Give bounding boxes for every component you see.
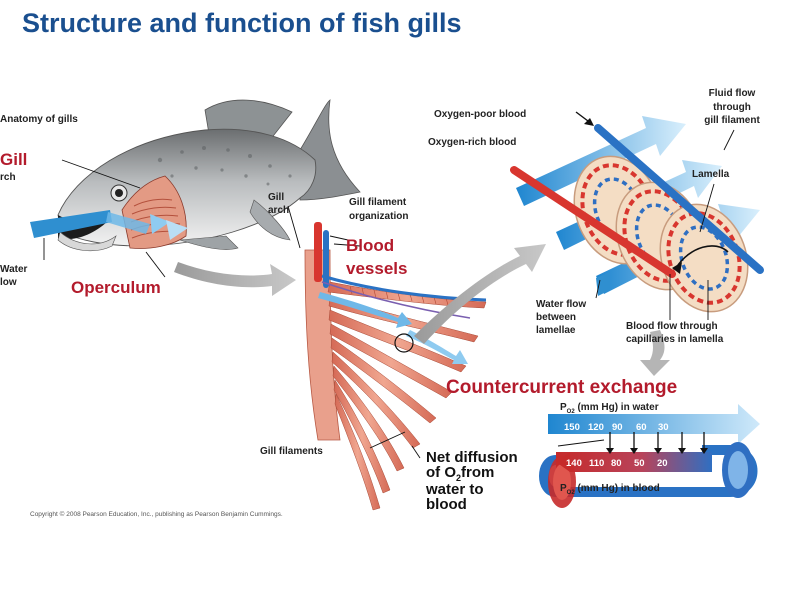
water-between-label-1: Water flow (536, 299, 587, 310)
fluid-flow-label-2: through (713, 102, 751, 113)
lamella-label: Lamella (692, 169, 730, 180)
water-po2-value: 60 (636, 422, 647, 433)
operculum-label: Operculum (71, 278, 161, 297)
filament-pointer-lines (287, 205, 421, 459)
blood-through-label-1: Blood flow through (626, 321, 718, 332)
water-po2-value: 120 (588, 422, 604, 433)
page-title: Structure and function of fish gills (22, 8, 462, 38)
water-between-label-3: lamellae (536, 325, 576, 336)
blood-through-label-2: capillaries in lamella (626, 334, 724, 345)
gill-arch-label-1: Gill (268, 192, 285, 203)
water-po2-value: 30 (658, 422, 669, 433)
fish-pointer-lines (43, 159, 166, 278)
blood-po2-value: 80 (611, 458, 622, 469)
net-diffusion-label-4: blood (426, 496, 467, 513)
fluid-flow-label-3: gill filament (704, 115, 760, 126)
zoom-arrow-1 (174, 262, 296, 296)
po2-water-label: PO2 (mm Hg) in water (560, 402, 659, 415)
anatomy-of-gills-label: Anatomy of gills (0, 114, 78, 125)
lamellae (510, 111, 764, 313)
gill-filament-org-label-1: Gill filament (349, 197, 407, 208)
oxygen-poor-blood-label: Oxygen-poor blood (434, 109, 527, 120)
arch-label: rch (0, 172, 16, 183)
fluid-flow-label-1: Fluid flow (708, 88, 756, 99)
blood-po2-value: 140 (566, 458, 582, 469)
blood-po2-value: 50 (634, 458, 645, 469)
water-po2-value: 90 (612, 422, 623, 433)
gill-filaments (304, 222, 487, 511)
blood-vessels-label-1: Blood (346, 236, 395, 255)
lamellae-pointer-lines (595, 129, 735, 320)
oxygen-rich-blood-label: Oxygen-rich blood (428, 137, 517, 148)
countercurrent-diagram (539, 404, 760, 508)
water-flow-label-2: low (0, 277, 17, 288)
blood-flow-tube (556, 452, 712, 472)
gill-label: Gill (0, 150, 28, 169)
water-po2-value: 150 (564, 422, 580, 433)
net-diffusion-label-1: Net diffusion (426, 449, 518, 466)
net-diffusion-label-2: of O2from (426, 464, 495, 483)
copyright-notice: Copyright © 2008 Pearson Education, Inc.… (30, 511, 283, 518)
gill-arch-label-2: arch (268, 205, 290, 216)
blood-vessels-label-2: vessels (346, 259, 408, 278)
blood-po2-value: 20 (657, 458, 668, 469)
gill-filaments-label: Gill filaments (260, 446, 323, 457)
water-flow-arrow (548, 404, 760, 444)
countercurrent-title: Countercurrent exchange (446, 377, 678, 398)
zoom-arrow-2 (414, 244, 546, 344)
gill-filament-org-label-2: organization (349, 211, 409, 222)
blood-po2-value: 110 (589, 458, 605, 469)
fish (30, 99, 361, 252)
zoom-arrow-3 (640, 330, 670, 376)
water-between-label-2: between (536, 312, 577, 323)
po2-blood-label: PO2 (mm Hg) in blood (560, 483, 660, 496)
water-flow-label-1: Water (0, 264, 28, 275)
net-diffusion-label-3: water to (426, 481, 484, 498)
